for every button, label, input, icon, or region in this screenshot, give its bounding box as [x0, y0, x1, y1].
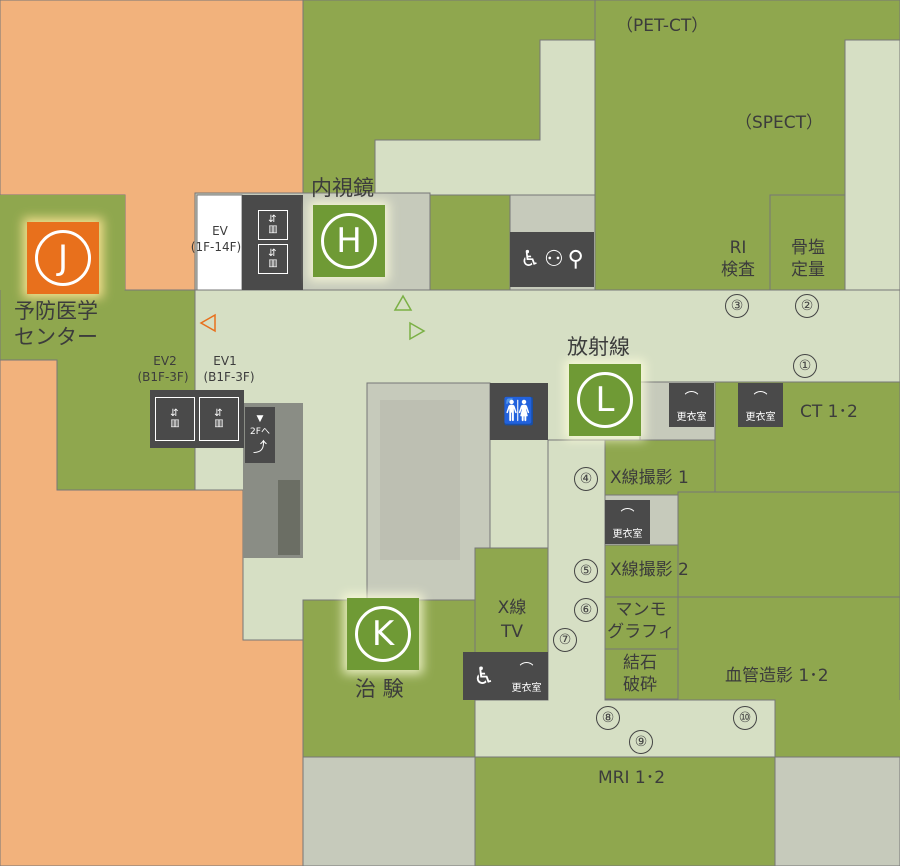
xtv-label-1: X線 — [497, 598, 527, 618]
ct-label: CT 1･2 — [800, 402, 858, 422]
changing-room-label: 更衣室 — [511, 682, 542, 694]
kekkan-label: 血管造影 1･2 — [725, 666, 829, 686]
room-number-4: ④ — [574, 467, 598, 491]
ev1-label-1: EV1 — [213, 354, 237, 368]
arrow-up-icon — [393, 294, 413, 311]
pet-ct-label: （PET-CT） — [616, 16, 709, 36]
naishikyo-label: 内視鏡 — [311, 176, 374, 200]
kesseki-label-2: 破砕 — [623, 675, 657, 695]
badge-k-letter: K — [355, 606, 411, 662]
badge-l-letter: L — [577, 372, 633, 428]
yobo-label-1: 予防医学 — [14, 299, 98, 323]
ev2-label-2: (B1F-3F) — [137, 370, 189, 384]
badge-h-letter: H — [321, 213, 377, 269]
ev1-label-2: (B1F-3F) — [203, 370, 255, 384]
xtv-label-2: TV — [500, 622, 523, 642]
changing-room-icon: ⌒更衣室 — [669, 383, 714, 427]
badge-j-letter: J — [35, 230, 91, 286]
elevator-icon: ⇵▥ ⇵▥ — [245, 196, 301, 288]
mammo-label-1: マンモ — [615, 600, 667, 620]
escalator-sign-label: 2Fへ — [250, 426, 270, 437]
changing-room-label: 更衣室 — [676, 411, 707, 423]
kotsuen-label-2: 定量 — [791, 260, 825, 280]
badge-h: H — [313, 205, 385, 277]
room-number-1: ① — [793, 354, 817, 378]
chiken-label: 治 験 — [355, 677, 404, 701]
arrow-right-icon — [409, 321, 426, 341]
xray1-label: X線撮影 1 — [610, 468, 689, 488]
elevator-icon: ⇵▥ ⇵▥ — [150, 390, 244, 448]
room-number-7: ⑦ — [553, 628, 577, 652]
wheelchair-icon: ♿ — [463, 652, 505, 700]
changing-room-icon: ⌒更衣室 — [505, 652, 548, 700]
baby-care-icon: ⚇ — [543, 247, 564, 272]
ri-label-2: 検査 — [721, 260, 755, 280]
room-number-6: ⑥ — [574, 598, 598, 622]
badge-k: K — [347, 598, 419, 670]
escalator-icon: ▼2Fへ⤴ — [245, 407, 275, 463]
changing-room-label: 更衣室 — [612, 528, 643, 540]
room-number-5: ⑤ — [574, 559, 598, 583]
changing-room-icon: ⌒更衣室 — [605, 500, 650, 544]
room-number-8: ⑧ — [596, 706, 620, 730]
xray2-label: X線撮影 2 — [610, 560, 689, 580]
changing-table-icon: ⚲ — [567, 247, 584, 272]
ri-label-1: RI — [729, 238, 747, 258]
badge-l: L — [569, 364, 641, 436]
wheelchair-icon: ♿ — [520, 247, 540, 272]
room-number-2: ② — [795, 294, 819, 318]
changing-room-label: 更衣室 — [745, 411, 776, 423]
ev-label-2: (1F-14F) — [190, 240, 242, 254]
mammo-label-2: グラフィ — [607, 622, 675, 642]
badge-j: J — [27, 222, 99, 294]
hoshasen-label: 放射線 — [567, 335, 630, 359]
yobo-label-2: センター — [14, 325, 98, 349]
arrow-left-icon — [199, 313, 216, 333]
ev-label-1: EV — [212, 224, 228, 238]
room-number-3: ③ — [725, 294, 749, 318]
room-number-9: ⑨ — [629, 730, 653, 754]
room-number-10: ⑩ — [733, 706, 757, 730]
kesseki-label-1: 結石 — [623, 653, 657, 673]
mri-label: MRI 1･2 — [598, 768, 666, 788]
kotsuen-label-1: 骨塩 — [791, 238, 825, 258]
changing-room-icon: ⌒更衣室 — [738, 383, 783, 427]
wheelchair-baby-icon: ♿⚇⚲ — [510, 232, 594, 287]
ev2-label-1: EV2 — [153, 354, 177, 368]
restroom-icon: 🚻 — [490, 383, 548, 440]
spect-label: （SPECT） — [735, 113, 824, 133]
